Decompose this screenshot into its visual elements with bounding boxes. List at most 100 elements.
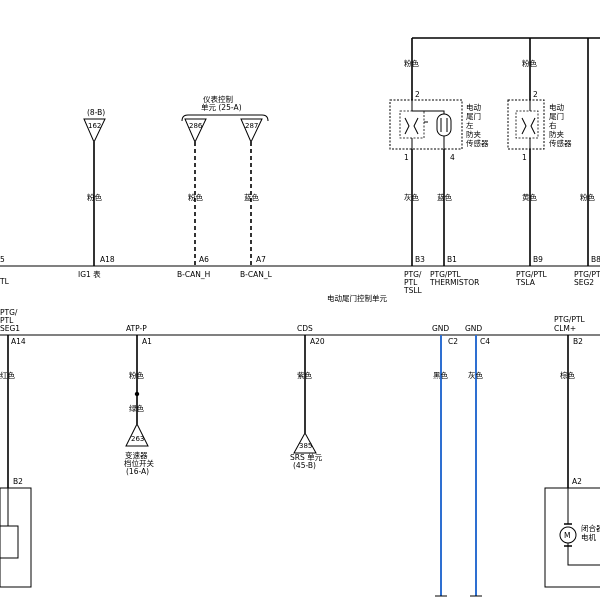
svg-text:SRS 单元: SRS 单元: [290, 452, 323, 462]
svg-text:SEG1: SEG1: [0, 324, 20, 333]
pin-b9: B9: [533, 255, 543, 264]
upper-module-wires: 灰色 蓝色 黄色 粉色: [404, 38, 595, 266]
connector-263-num: 263: [131, 435, 144, 443]
signal-tl: TL: [0, 277, 10, 286]
svg-text:SEG2: SEG2: [574, 278, 594, 287]
svg-text:THERMISTOR: THERMISTOR: [429, 278, 479, 287]
svg-text:(45-B): (45-B): [293, 461, 316, 470]
signal-bcan-h: B-CAN_H: [177, 270, 210, 279]
motor-pin-a2: A2: [572, 477, 582, 486]
connector-162-num: 162: [88, 122, 101, 130]
svg-text:防夹: 防夹: [466, 129, 481, 139]
right-sensor-pin-top: 2: [533, 90, 538, 99]
right-sensor-label: 电动 尾门 右 防夹 传感器: [549, 102, 572, 148]
bottom-left-pin: B2: [13, 477, 23, 486]
svg-text:传感器: 传感器: [549, 138, 572, 148]
pin-b2: B2: [573, 337, 583, 346]
svg-text:传感器: 传感器: [466, 138, 489, 148]
signal-bcan-l: B-CAN_L: [240, 270, 273, 279]
pin-c4: C4: [480, 337, 490, 346]
signal-atp-p: ATP-P: [126, 324, 147, 333]
svg-text:(16-A): (16-A): [126, 467, 149, 476]
wire-color-a1: 粉色: [129, 370, 144, 380]
top-power-rail: 粉色 粉色: [404, 37, 600, 100]
connector-263: 263 变速器 档位开关 (16-A): [124, 422, 154, 476]
wire-color-a6: 粉色: [188, 192, 203, 202]
signal-tsll: PTG/ PTL TSLL: [403, 270, 423, 295]
svg-text:左: 左: [466, 120, 474, 130]
svg-text:CLM+: CLM+: [554, 324, 576, 333]
wire-color-a18: 粉色: [87, 192, 102, 202]
wire-color-c4: 灰色: [468, 370, 483, 380]
lower-wires: 红色 粉色 绿色 紫色 黑色 灰色 棕色: [0, 335, 575, 597]
left-pinch-sensor: 2 1 4 电动 尾门 左 防夹 传感器: [389, 90, 489, 162]
svg-text:尾门: 尾门: [549, 112, 564, 121]
pin-a18: A18: [100, 255, 115, 264]
wire-color-c2: 黑色: [433, 370, 448, 380]
cluster-label-line1: 仪表控制: [203, 94, 233, 104]
pin-a7: A7: [256, 255, 266, 264]
svg-text:PTG/PTL: PTG/PTL: [516, 270, 548, 279]
wire-color-b1: 蓝色: [437, 192, 452, 202]
wire-color-b2: 棕色: [560, 370, 575, 380]
svg-text:右: 右: [549, 120, 557, 130]
wire-color-a1b: 绿色: [129, 403, 144, 413]
svg-text:PTL: PTL: [0, 316, 14, 325]
wire-color-a14: 红色: [0, 370, 15, 380]
pin-5: 5: [0, 255, 5, 264]
module-upper-edge: 5 A18 A6 A7 B3 B1 B9 B8 TL IG1 表 B-CAN_H…: [0, 255, 600, 295]
signal-thermistor: PTG/PTL THERMISTOR: [429, 270, 479, 287]
pin-a1: A1: [142, 337, 152, 346]
left-sensor-label: 电动 尾门 左 防夹 传感器: [466, 102, 489, 148]
pin-b8: B8: [591, 255, 600, 264]
wire-color-top-right: 粉色: [522, 58, 537, 68]
pin-a14: A14: [11, 337, 26, 346]
instrument-cluster-connectors: 仪表控制 单元 (25-A) 286 287 粉色 蓝色: [181, 94, 269, 266]
left-sensor-pin-top: 2: [415, 90, 420, 99]
connector-286-num: 286: [189, 122, 203, 130]
connector-162: (8-B) 162 粉色: [83, 108, 106, 266]
svg-text:PTG/: PTG/: [0, 308, 18, 317]
closure-motor-component: A2 M 闭合器 电机: [544, 477, 600, 588]
connector-385-num: 385: [299, 442, 312, 450]
wire-color-a7: 蓝色: [244, 192, 259, 202]
right-pinch-sensor: 2 1 电动 尾门 右 防夹 传感器: [507, 90, 572, 162]
signal-seg1: PTG/ PTL SEG1: [0, 308, 20, 333]
motor-symbol: M: [564, 531, 570, 540]
bottom-left-component: B2: [0, 477, 32, 588]
svg-text:PTL: PTL: [404, 278, 418, 287]
signal-gnd-1: GND: [432, 324, 449, 333]
wire-color-top-left: 粉色: [404, 58, 419, 68]
cluster-label-line2: 单元 (25-A): [201, 102, 242, 112]
svg-text:电机: 电机: [581, 532, 596, 542]
svg-text:档位开关: 档位开关: [124, 458, 154, 468]
signal-seg2: PTG/PT SEG2: [574, 270, 600, 287]
module-lower-edge: PTG/ PTL SEG1 ATP-P CDS GND GND PTG/PTL …: [0, 308, 600, 346]
svg-text:TSLL: TSLL: [403, 286, 423, 295]
svg-text:变速器: 变速器: [125, 450, 148, 460]
signal-ig1: IG1 表: [78, 269, 101, 279]
signal-clm: PTG/PTL CLM+: [554, 315, 586, 333]
pin-a6: A6: [199, 255, 209, 264]
pin-b1: B1: [447, 255, 457, 264]
signal-cds: CDS: [297, 324, 313, 333]
svg-text:PTG/PT: PTG/PT: [574, 270, 600, 279]
connector-162-ref: (8-B): [87, 108, 105, 117]
svg-text:PTG/: PTG/: [404, 270, 422, 279]
right-sensor-pin-1: 1: [522, 153, 527, 162]
svg-text:PTG/PTL: PTG/PTL: [554, 315, 586, 324]
wire-color-b3: 灰色: [404, 192, 419, 202]
svg-text:防夹: 防夹: [549, 129, 564, 139]
svg-text:尾门: 尾门: [466, 112, 481, 121]
connector-385: 385 SRS 单元 (45-B): [290, 431, 323, 470]
wire-color-b8: 粉色: [580, 192, 595, 202]
svg-text:PTG/PTL: PTG/PTL: [430, 270, 462, 279]
connector-287-num: 287: [245, 122, 258, 130]
left-sensor-pin-4: 4: [450, 153, 455, 162]
pin-b3: B3: [415, 255, 425, 264]
svg-text:电动: 电动: [549, 102, 564, 112]
svg-text:电动: 电动: [466, 102, 481, 112]
wire-color-b9: 黄色: [522, 192, 537, 202]
pin-a20: A20: [310, 337, 325, 346]
